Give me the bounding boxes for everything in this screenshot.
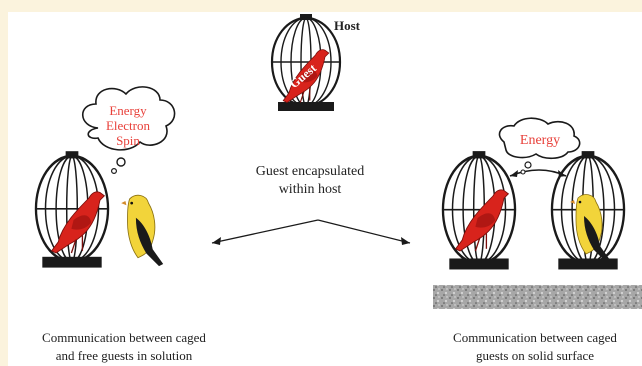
left-bubble-line1: Energy (109, 103, 147, 118)
center-caption-line2: within host (278, 182, 342, 197)
host-label: Host (334, 18, 360, 33)
left-thought-bubble (81, 86, 176, 175)
center-caption-line1: Guest encapsulated (255, 164, 365, 179)
left-red-bird (50, 191, 106, 254)
left-bubble-line2: Electron (105, 118, 151, 133)
right-bubble-text: Energy (519, 133, 561, 148)
left-bubble-line3: Spin (116, 133, 140, 148)
right-thought-bubble (498, 117, 581, 175)
left-caption-line2: and free guests in solution (55, 348, 193, 363)
surface (433, 285, 642, 309)
double-arrow (211, 219, 411, 245)
cage-link-arrow (509, 169, 567, 177)
left-caption-line1: Communication between caged (42, 330, 206, 345)
right-caption-line1: Communication between caged (453, 330, 617, 345)
right-caption-line2: guests on solid surface (475, 348, 595, 363)
left-yellow-bird (120, 194, 164, 267)
